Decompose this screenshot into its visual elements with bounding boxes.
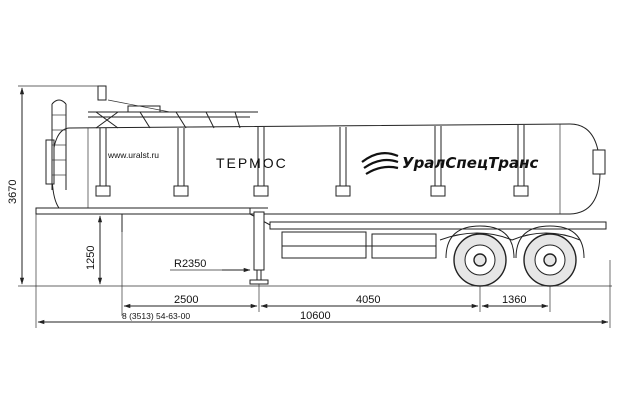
kingpin-radius-label: R2350 bbox=[174, 258, 206, 270]
kingpin-radius-dimension: R2350 bbox=[170, 258, 251, 273]
kingpin-to-support-label: 2500 bbox=[174, 294, 198, 306]
axle-dimensions: 2500 4050 1360 bbox=[121, 232, 551, 316]
overall-height-label: 3670 bbox=[7, 180, 19, 204]
rear-axle-wheel bbox=[445, 225, 515, 287]
front-axle-wheel bbox=[515, 225, 585, 287]
length-dimension: 10600 8 (3513) 54-63-00 bbox=[35, 214, 611, 328]
chassis-frame bbox=[35, 207, 607, 285]
overall-length-label: 10600 bbox=[300, 310, 331, 322]
model-label: ТЕРМОС bbox=[216, 155, 288, 171]
top-walkway bbox=[88, 85, 258, 129]
tank-body bbox=[45, 123, 606, 215]
axle-spacing-label: 1360 bbox=[502, 294, 526, 306]
fifth-wheel-height-label: 1250 bbox=[85, 246, 97, 270]
fifth-wheel-height-dimension: 1250 bbox=[85, 215, 103, 285]
brand-name: УралСпецТранс bbox=[402, 154, 539, 172]
height-dimension: 3670 bbox=[7, 85, 100, 287]
website-label: www.uralst.ru bbox=[107, 150, 159, 160]
phone-label: 8 (3513) 54-63-00 bbox=[122, 311, 190, 321]
rear-ladder bbox=[51, 99, 67, 190]
brand-logo: УралСпецТранс bbox=[361, 151, 539, 175]
tank-straps bbox=[95, 125, 529, 197]
support-to-axles-label: 4050 bbox=[356, 294, 380, 306]
